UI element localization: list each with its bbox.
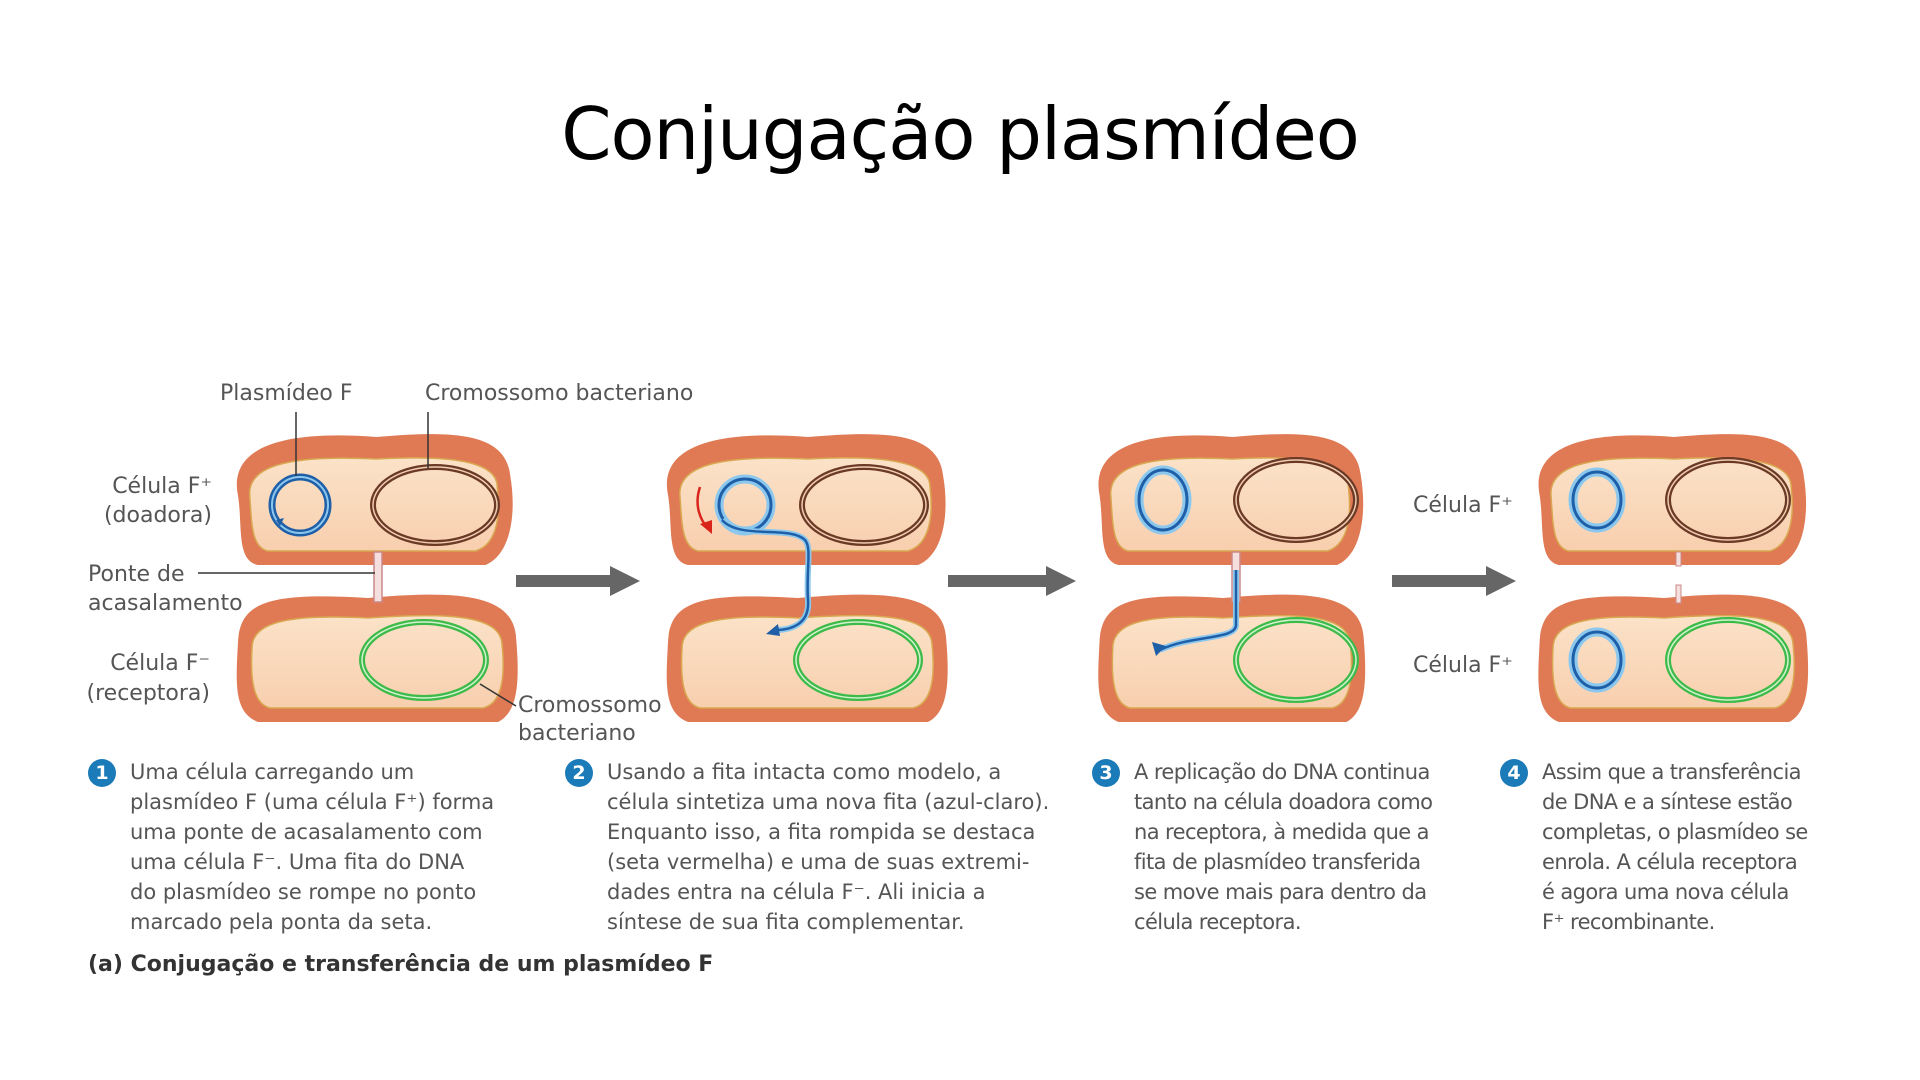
plasmid-f-icon — [268, 473, 332, 537]
recipient-cell — [235, 593, 519, 723]
plasmid-f-icon — [1568, 627, 1626, 693]
bacterial-chromosome-donor-icon — [1233, 457, 1359, 543]
step-text: Usando a fita intacta como modelo, a cél… — [607, 760, 1050, 934]
bacterial-chromosome-recipient-icon — [793, 619, 923, 701]
label-mating-bridge-2: acasalamento — [88, 591, 243, 616]
step-caption-2: 2 Usando a fita intacta como modelo, a c… — [565, 757, 1085, 937]
label-donor-role: (doadora) — [104, 503, 212, 528]
step-caption-4: 4 Assim que a transferência de DNA e a s… — [1500, 757, 1880, 937]
label-bacterial-chromosome-bottom: Cromossomo — [518, 693, 662, 718]
step-text: Assim que a transferência de DNA e a sín… — [1542, 760, 1808, 934]
slide-title: Conjugação plasmídeo — [561, 92, 1360, 176]
step-text: A replicação do DNA continua tanto na cé… — [1134, 760, 1433, 934]
label-recipient-role: (receptora) — [87, 681, 210, 706]
bacterial-chromosome-recipient-icon — [1233, 617, 1359, 703]
plasmid-f-icon — [1568, 467, 1626, 533]
bacterial-chromosome-donor-icon — [1665, 457, 1791, 543]
step-caption-3: 3 A replicação do DNA continua tanto na … — [1092, 757, 1512, 937]
figure-caption: (a) Conjugação e transferência de um pla… — [88, 952, 714, 977]
step-number-badge: 2 — [565, 759, 593, 787]
step-arrow-icon — [948, 566, 1076, 596]
label-recipient-cell: Célula F⁻ — [110, 651, 210, 676]
panel-2 — [665, 433, 949, 723]
step-number-badge: 3 — [1092, 759, 1120, 787]
bacterial-chromosome-recipient-icon — [1665, 617, 1791, 703]
bacterial-chromosome-donor-icon — [370, 464, 500, 546]
panel-4: Célula F⁺ Célula F⁺ — [1413, 433, 1809, 723]
label-result-top-cell: Célula F⁺ — [1413, 493, 1513, 518]
mating-bridge — [373, 551, 383, 603]
step-number-badge: 1 — [88, 759, 116, 787]
label-bacterial-chromosome: Cromossomo bacteriano — [425, 381, 693, 406]
bacterial-chromosome-donor-icon — [799, 464, 929, 546]
label-donor-cell: Célula F⁺ — [112, 474, 212, 499]
break-arrow-icon — [696, 486, 712, 534]
label-bacterial-chromosome-bottom-2: bacteriano — [518, 721, 636, 746]
bacterial-chromosome-recipient-icon — [359, 619, 489, 701]
label-plasmid-f: Plasmídeo F — [220, 381, 352, 406]
label-result-bottom-cell: Célula F⁺ — [1413, 653, 1513, 678]
plasmid-replicating-icon — [1134, 465, 1192, 535]
step-text: Uma célula carregando um plasmídeo F (um… — [130, 760, 495, 934]
step-arrow-icon — [1392, 566, 1516, 596]
panel-1: Plasmídeo F Cromossomo bacteriano Célula… — [87, 381, 694, 746]
panel-3 — [1097, 433, 1366, 723]
step-number-badge: 4 — [1500, 759, 1528, 787]
label-mating-bridge: Ponte de — [88, 562, 185, 587]
step-arrow-icon — [516, 566, 640, 596]
step-caption-1: 1 Uma célula carregando um plasmídeo F (… — [88, 757, 568, 937]
